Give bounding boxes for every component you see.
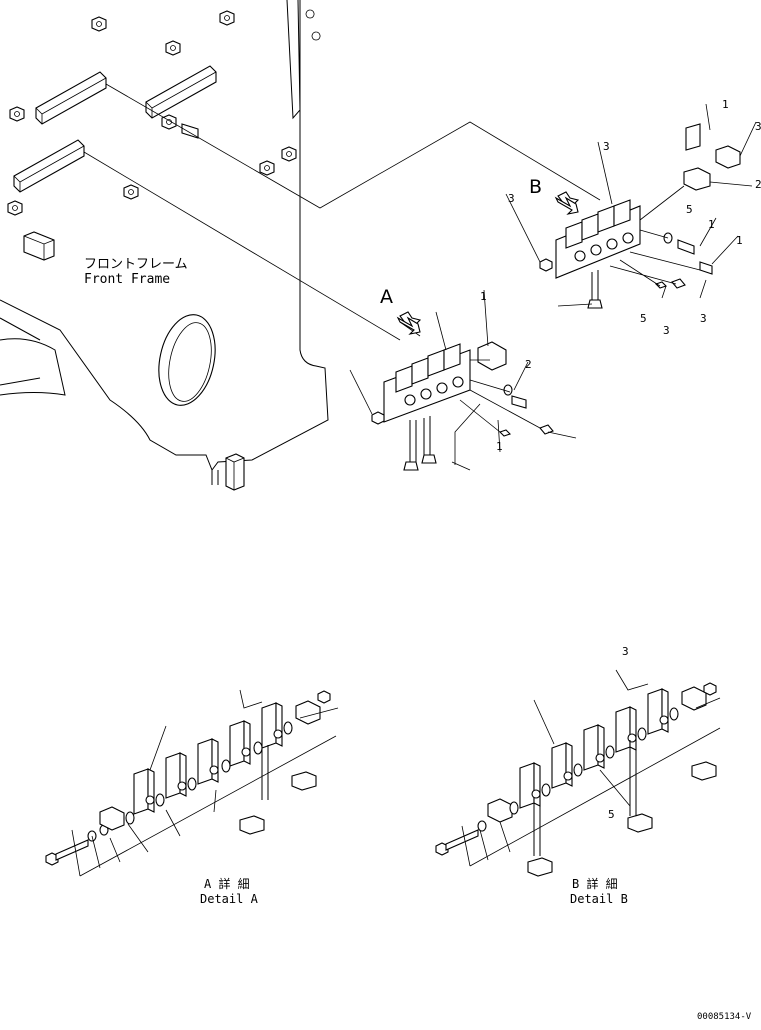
part-number-3: 3 bbox=[755, 120, 761, 133]
leader-lines bbox=[83, 83, 601, 341]
drawing-id: 00085134-V bbox=[697, 1012, 752, 1022]
detail-b-title-en: Detail B bbox=[570, 892, 628, 906]
front-frame-label-jp: フロントフレーム bbox=[84, 257, 188, 272]
part-number-3: 3 bbox=[700, 312, 707, 325]
detail-a-title-en: Detail A bbox=[200, 892, 258, 906]
detail-b-drawing bbox=[435, 669, 721, 877]
mounting-plates bbox=[13, 65, 245, 491]
part-number-5: 5 bbox=[640, 312, 647, 325]
valve-assembly-a bbox=[371, 311, 554, 471]
part-number-3: 3 bbox=[622, 645, 629, 658]
part-number-1: 1 bbox=[480, 290, 487, 303]
part-number-2: 2 bbox=[755, 178, 761, 191]
part-number-1: 1 bbox=[496, 440, 503, 453]
part-number-3: 3 bbox=[508, 192, 515, 205]
callout-b: B bbox=[529, 176, 543, 198]
part-number-5: 5 bbox=[608, 808, 615, 821]
detail-a-drawing bbox=[45, 689, 339, 877]
part-number-1: 1 bbox=[708, 218, 715, 231]
part-number-5: 5 bbox=[686, 203, 693, 216]
part-number-1: 1 bbox=[736, 234, 743, 247]
callout-a: A bbox=[380, 286, 393, 308]
part-number-1: 1 bbox=[722, 98, 729, 111]
nuts bbox=[7, 10, 297, 216]
part-number-3: 3 bbox=[663, 324, 670, 337]
part-number-2: 2 bbox=[525, 358, 532, 371]
valve-assembly-b bbox=[505, 103, 757, 309]
front-frame-label-en: Front Frame bbox=[84, 272, 171, 287]
part-number-3: 3 bbox=[603, 140, 610, 153]
callout-leaders-a bbox=[349, 289, 577, 471]
detail-a-title-jp: A 詳 細 bbox=[204, 877, 250, 891]
detail-b-title-jp: B 詳 細 bbox=[572, 877, 618, 891]
front-frame-body bbox=[0, 0, 329, 485]
view-arrows bbox=[396, 196, 579, 335]
